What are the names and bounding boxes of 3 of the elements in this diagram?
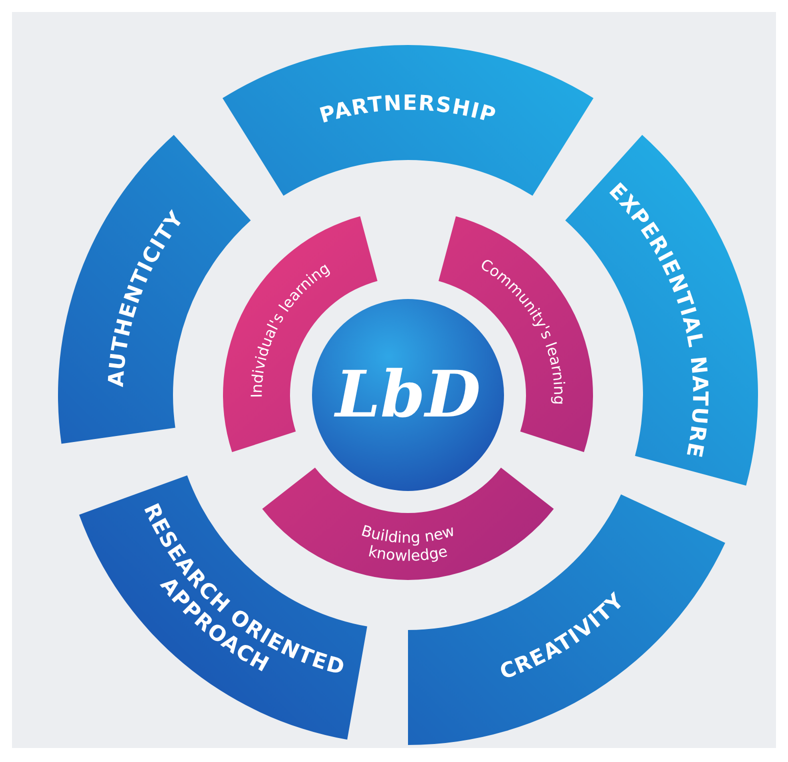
center-label: LbD (335, 358, 481, 432)
segment-label: PARTNERSHIP (316, 90, 500, 128)
segment-label: Building new knowledge (359, 522, 457, 565)
